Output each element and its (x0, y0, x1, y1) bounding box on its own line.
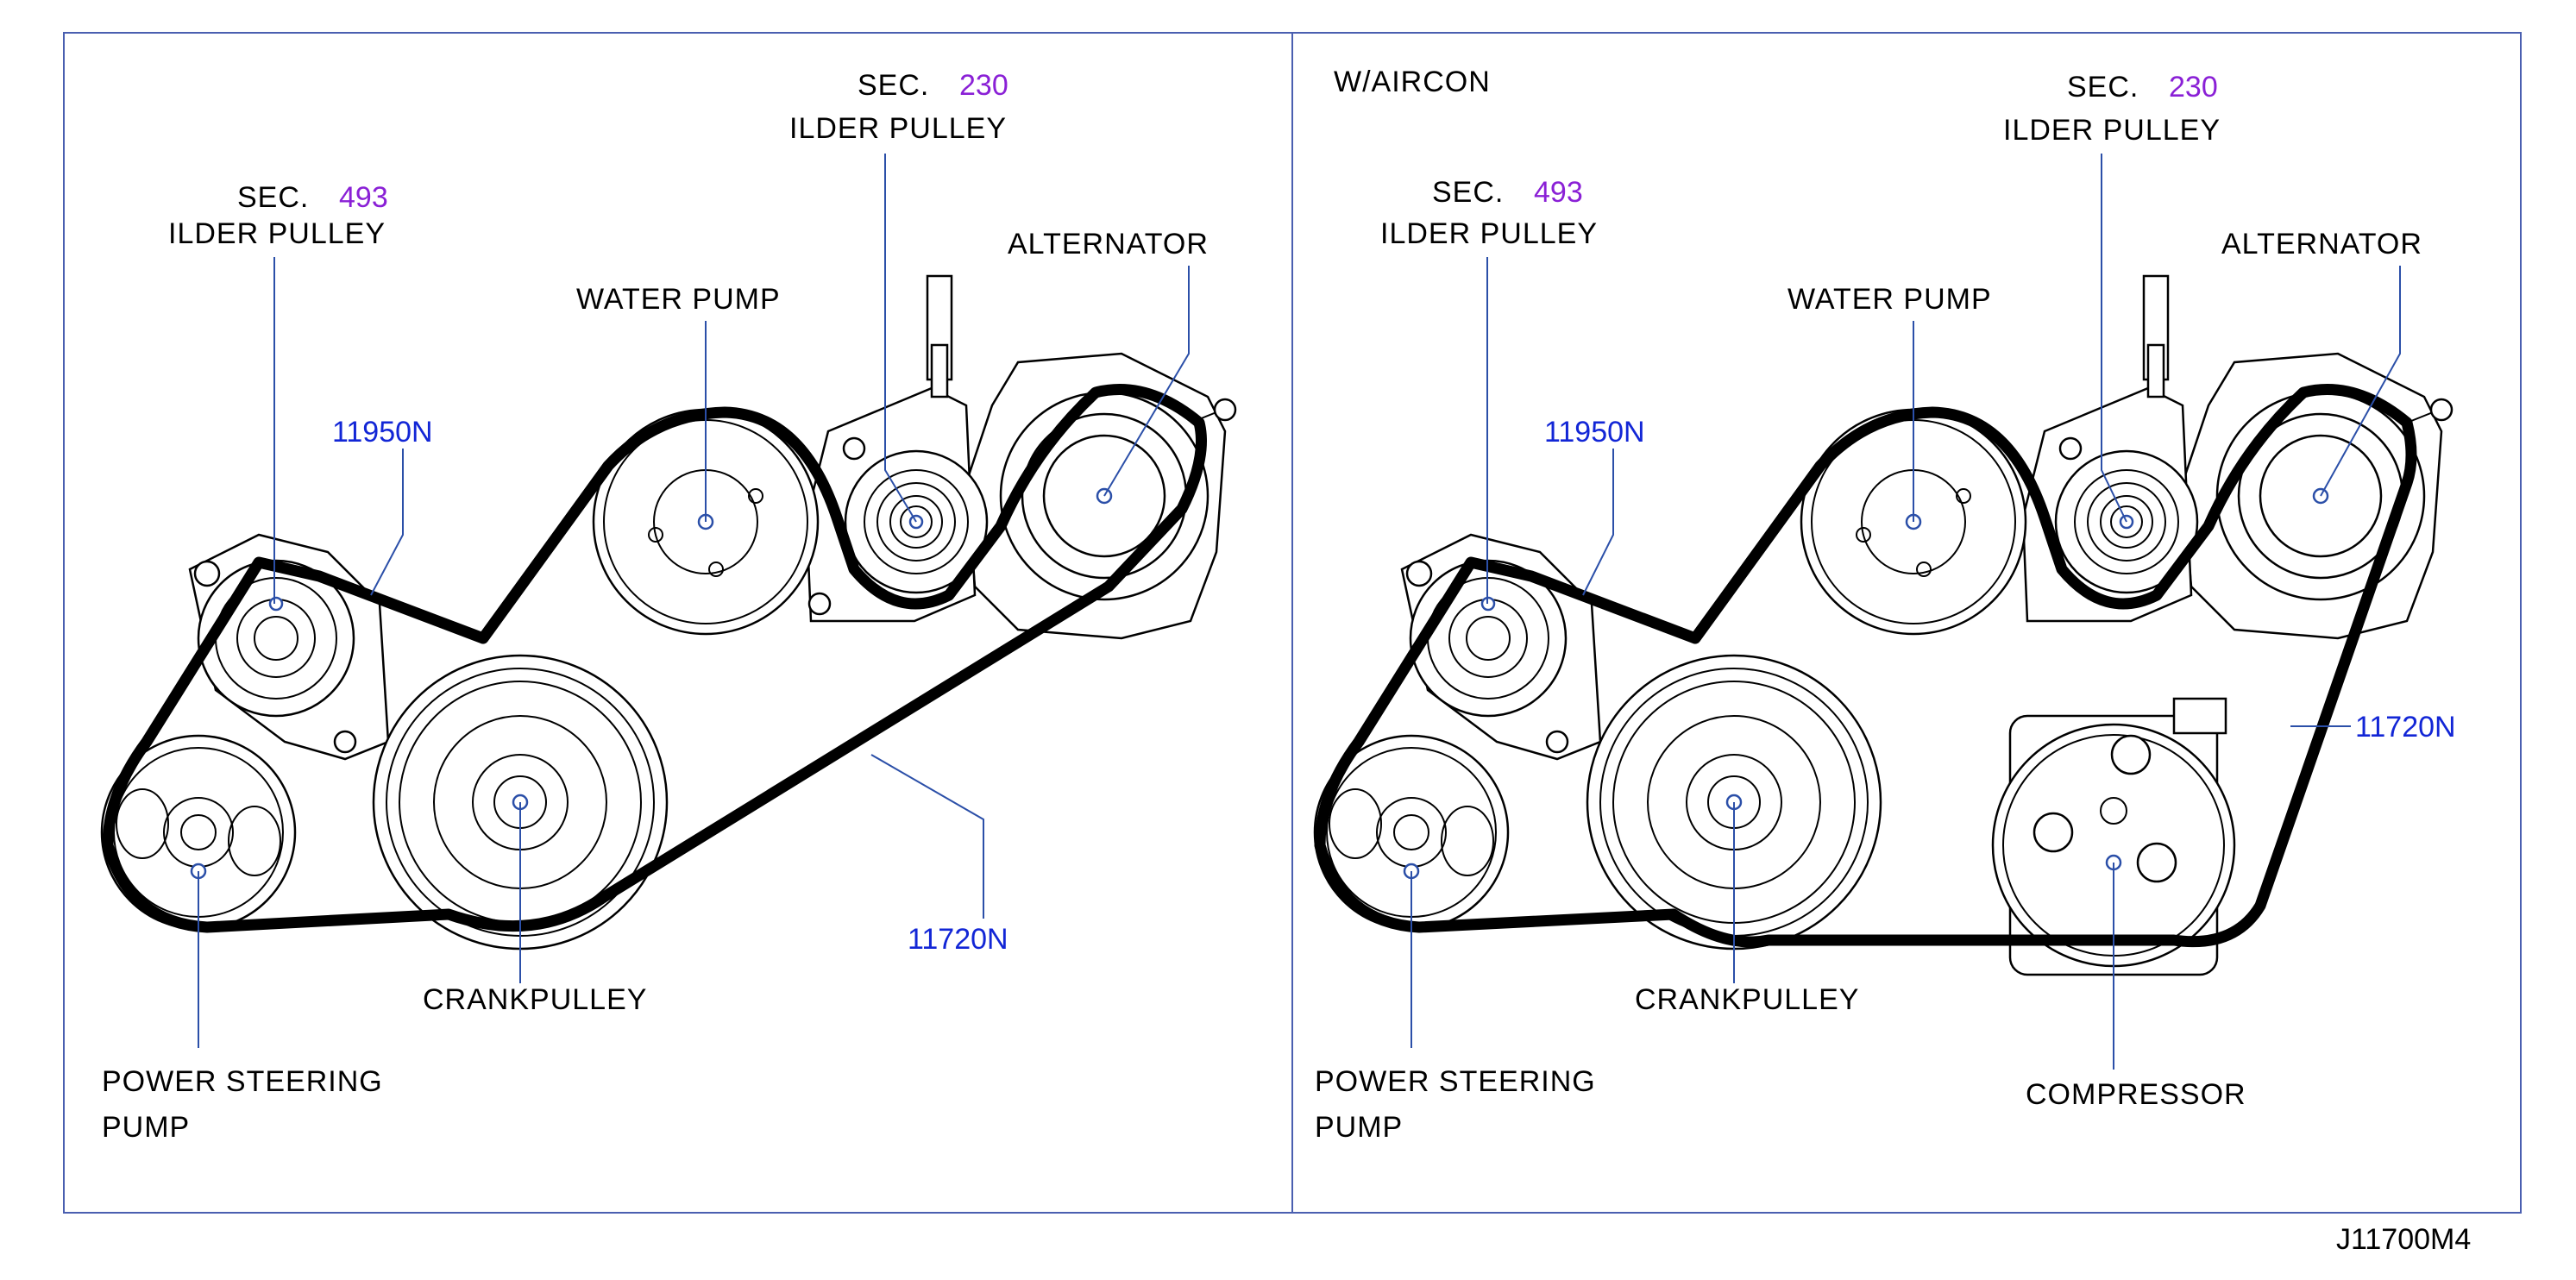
figure-code: J11700M4 (2336, 1223, 2471, 1256)
label-pump: PUMP (102, 1111, 190, 1144)
label-idler-pulley: ILDER PULLEY (168, 217, 386, 250)
leader-11950-r (1582, 449, 1614, 596)
label-part-11950[interactable]: 11950N (332, 416, 433, 449)
label-power-steering-r: POWER STEERING (1315, 1065, 1596, 1098)
label-water-pump-r: WATER PUMP (1787, 283, 1992, 316)
label-idler-pulley-top-r: ILDER PULLEY (2003, 114, 2221, 147)
label-compressor-r: COMPRESSOR (2026, 1078, 2246, 1111)
leader-11950 (370, 449, 404, 596)
label-sec-prefix-top: SEC. (858, 69, 929, 102)
label-alternator: ALTERNATOR (1008, 228, 1209, 260)
label-alternator-r: ALTERNATOR (2221, 228, 2422, 260)
leader-sec230-r (2101, 154, 2127, 523)
label-sec-prefix-top-r: SEC. (2067, 71, 2139, 104)
left-panel: SEC. 493 ILDER PULLEY SEC. 230 ILDER PUL… (100, 69, 1237, 1144)
drive-belt-right (1314, 384, 2417, 948)
label-crankpulley-r: CRANKPULLEY (1635, 983, 1859, 1016)
label-power-steering: POWER STEERING (102, 1065, 383, 1098)
right-panel-frame (1291, 32, 2522, 1214)
right-panel: W/AIRCON (1313, 66, 2456, 1144)
label-part-11720[interactable]: 11720N (908, 923, 1008, 956)
label-crankpulley: CRANKPULLEY (423, 983, 647, 1016)
label-water-pump: WATER PUMP (576, 283, 781, 316)
label-sec-prefix: SEC. (237, 181, 309, 214)
label-part-11720-r[interactable]: 11720N (2355, 711, 2456, 744)
drive-belt-left (102, 384, 1207, 933)
label-sec-prefix-r: SEC. (1432, 176, 1504, 209)
label-w-aircon: W/AIRCON (1334, 66, 1491, 98)
label-part-11950-r[interactable]: 11950N (1544, 416, 1645, 449)
leader-alternator-r (2320, 266, 2401, 497)
label-idler-pulley-top: ILDER PULLEY (789, 112, 1007, 145)
leader-alternator (1103, 266, 1190, 497)
compressor-part (1991, 697, 2236, 976)
label-sec-number-top-r[interactable]: 230 (2169, 71, 2218, 104)
label-sec-number-r[interactable]: 493 (1534, 176, 1583, 209)
leader-sec230 (884, 154, 917, 523)
leader-11720 (870, 754, 984, 919)
label-idler-pulley-r: ILDER PULLEY (1380, 217, 1598, 250)
label-sec-number[interactable]: 493 (339, 181, 388, 214)
label-pump-r: PUMP (1315, 1111, 1403, 1144)
label-sec-number-top[interactable]: 230 (959, 69, 1008, 102)
